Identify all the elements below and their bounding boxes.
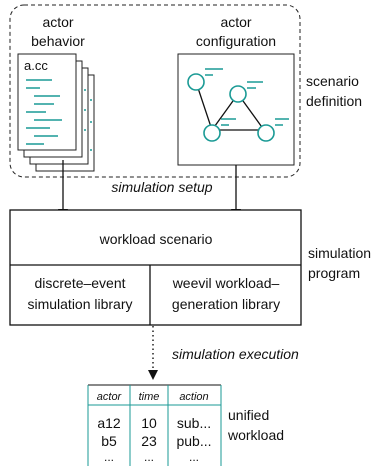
actor-config-label-line2: configuration [196,33,276,49]
actor-configuration-graph [177,53,295,166]
node-circle [187,73,205,91]
simulation-execution-label: simulation execution [172,346,299,362]
actor-behavior-label-line2: behavior [31,33,85,49]
table-cell: sub... [177,415,211,431]
table-header: actor [97,391,123,403]
table-cell: a12 [97,415,121,431]
des-library-label-line2: simulation library [27,296,132,312]
table-header: action [179,391,208,403]
unified-workload-table: actor time action a12 10 sub... b5 23 pu… [87,384,222,466]
table-cell: ... [189,450,199,464]
behavior-file-stack: a.cc [17,53,95,172]
actor-behavior-label-line1: actor [42,14,73,30]
unified-workload-label-line2: workload [227,427,284,443]
simulation-program-label-line2: program [308,265,360,281]
simulation-program-label-line1: simulation [308,245,371,261]
table-header: time [139,391,160,403]
scenario-definition-label-line1: scenario [306,73,359,89]
behavior-file-front [17,53,77,151]
scenario-definition-label-line2: definition [306,93,362,109]
workload-scenario-label: workload scenario [99,231,213,247]
node-circle [203,124,221,142]
actor-config-label-line1: actor [220,14,251,30]
scenario-definition-group [9,4,301,178]
file-name: a.cc [24,58,48,73]
table-cell: ... [144,450,154,464]
weevil-library-label-line2: generation library [172,296,280,312]
node-circle [257,124,275,142]
table-cell: 10 [141,415,157,431]
weevil-library-label-line1: weevil workload– [172,275,280,291]
node-circle [229,85,247,103]
code-lines-icon [26,79,92,151]
des-library-label-line1: discrete–event [34,275,125,291]
table-cell: 23 [141,433,157,449]
simulation-setup-label: simulation setup [111,179,212,195]
unified-workload-label-line1: unified [228,407,269,423]
simulation-program-box: workload scenario discrete–event simulat… [9,209,302,326]
table-cell: pub... [176,433,211,449]
table-cell: b5 [101,433,117,449]
table-cell: ... [104,450,114,464]
